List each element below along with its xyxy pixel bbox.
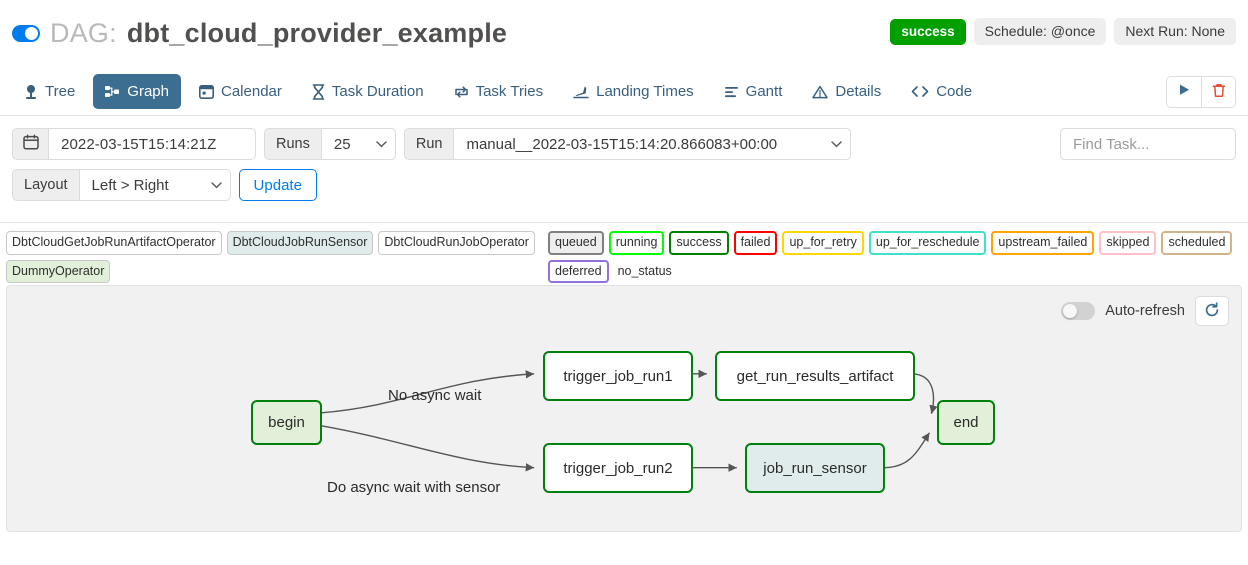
- runs-group: Runs 25: [264, 128, 396, 160]
- calendar-icon: [22, 133, 39, 155]
- tab-calendar[interactable]: Calendar: [187, 74, 294, 109]
- retry-icon: [454, 85, 469, 99]
- tab-graph[interactable]: Graph: [93, 74, 181, 109]
- gantt-icon: [724, 85, 739, 99]
- calendar-icon: [199, 84, 214, 99]
- tab-landing-times[interactable]: Landing Times: [561, 74, 706, 109]
- filter-row-secondary: Layout Left > Right Update: [12, 169, 1236, 201]
- header-badges: success Schedule: @once Next Run: None: [890, 18, 1236, 45]
- layout-select-wrap: Left > Right: [78, 169, 231, 201]
- next-run-badge: Next Run: None: [1114, 18, 1236, 45]
- tab-tree[interactable]: Tree: [12, 74, 87, 109]
- tab-label: Details: [835, 83, 882, 100]
- tab-label: Task Tries: [475, 83, 544, 100]
- base-date-group: 2022-03-15T15:14:21Z: [12, 128, 256, 160]
- graph-node[interactable]: job_run_sensor: [745, 443, 885, 493]
- tab-label: Tree: [45, 83, 76, 100]
- status-legend-chip: skipped: [1099, 231, 1157, 255]
- status-legend-chip: scheduled: [1161, 231, 1233, 255]
- hourglass-icon: [312, 83, 325, 100]
- landing-icon: [573, 85, 589, 99]
- operator-legend-chip: DbtCloudJobRunSensor: [226, 231, 374, 255]
- base-date-input[interactable]: 2022-03-15T15:14:21Z: [48, 128, 256, 160]
- view-tabs: Tree Graph Calendar Task Duration Task T…: [0, 68, 1248, 116]
- status-badge: success: [890, 18, 966, 45]
- status-legend-chip: upstream_failed: [991, 231, 1095, 255]
- graph-node[interactable]: begin: [251, 400, 322, 445]
- filter-row-primary: 2022-03-15T15:14:21Z Runs 25 Run manual_…: [12, 128, 1236, 160]
- graph-node[interactable]: get_run_results_artifact: [715, 351, 915, 401]
- status-legend-chip: up_for_reschedule: [868, 231, 987, 255]
- dag-title: DAG: dbt_cloud_provider_example: [12, 18, 507, 49]
- graph-node[interactable]: trigger_job_run1: [543, 351, 693, 401]
- tab-code[interactable]: Code: [899, 74, 984, 109]
- tab-label: Task Duration: [331, 83, 424, 100]
- dag-pause-toggle[interactable]: [12, 25, 40, 42]
- layout-label: Layout: [12, 169, 79, 201]
- operator-legend-chip: DummyOperator: [6, 259, 111, 283]
- runs-label: Runs: [264, 128, 321, 160]
- filter-bar: 2022-03-15T15:14:21Z Runs 25 Run manual_…: [0, 116, 1248, 223]
- refresh-button[interactable]: [1195, 296, 1229, 326]
- tree-icon: [24, 84, 38, 100]
- page-title: dbt_cloud_provider_example: [126, 18, 508, 48]
- tab-label: Landing Times: [596, 83, 694, 100]
- schedule-badge[interactable]: Schedule: @once: [973, 18, 1107, 45]
- status-legend-chip: no_status: [617, 263, 672, 278]
- graph-nodes: begin trigger_job_run1 get_run_results_art…: [7, 286, 1241, 531]
- delete-dag-button[interactable]: [1201, 76, 1235, 107]
- tab-label: Graph: [127, 83, 169, 100]
- graph-icon: [105, 85, 120, 99]
- operator-legend-chip: DbtCloudGetJobRunArtifactOperator: [6, 231, 222, 255]
- run-label: Run: [403, 128, 454, 160]
- auto-refresh-toggle[interactable]: [1061, 302, 1096, 320]
- runs-select-wrap: 25: [320, 128, 396, 160]
- auto-refresh-label: Auto-refresh: [1105, 303, 1185, 319]
- code-icon: [911, 85, 929, 98]
- graph-node[interactable]: end: [937, 400, 995, 445]
- trash-icon: [1212, 83, 1226, 101]
- tab-gantt[interactable]: Gantt: [712, 74, 795, 109]
- layout-group: Layout Left > Right: [12, 169, 231, 201]
- tab-label: Code: [936, 83, 973, 100]
- find-task-input[interactable]: [1060, 128, 1236, 160]
- status-legend-chip: deferred: [548, 259, 609, 283]
- status-legend-chip: failed: [733, 231, 778, 255]
- run-select[interactable]: manual__2022-03-15T15:14:20.866083+00:00: [453, 128, 852, 160]
- tab-task-tries[interactable]: Task Tries: [442, 74, 556, 109]
- tab-label: Gantt: [745, 83, 783, 100]
- update-button[interactable]: Update: [238, 169, 317, 201]
- tab-task-duration[interactable]: Task Duration: [300, 74, 436, 109]
- status-legend-chip: queued: [548, 231, 604, 255]
- dag-label: DAG:: [50, 18, 117, 48]
- status-legend-chip: success: [669, 231, 729, 255]
- graph-toolbar: Auto-refresh: [1061, 296, 1229, 326]
- layout-select[interactable]: Left > Right: [78, 169, 231, 201]
- calendar-picker-button[interactable]: [12, 128, 48, 160]
- graph-edge-label: Do async wait with sensor: [327, 479, 501, 496]
- runs-select[interactable]: 25: [320, 128, 396, 160]
- tab-label: Calendar: [221, 83, 282, 100]
- status-legend-chip: up_for_retry: [782, 231, 864, 255]
- page-header: DAG: dbt_cloud_provider_example success …: [0, 0, 1248, 68]
- refresh-icon: [1204, 301, 1220, 321]
- graph-edges: [321, 369, 938, 472]
- run-select-wrap: manual__2022-03-15T15:14:20.866083+00:00: [453, 128, 852, 160]
- graph-edge-label: No async wait: [388, 387, 482, 404]
- trigger-dag-button[interactable]: [1167, 76, 1201, 107]
- dag-actions: [1166, 75, 1236, 108]
- status-legend-chip: running: [608, 231, 665, 255]
- tab-details[interactable]: Details: [800, 74, 893, 109]
- play-icon: [1178, 83, 1191, 100]
- run-group: Run manual__2022-03-15T15:14:20.866083+0…: [403, 128, 852, 160]
- graph-panel: Auto-refresh begin trigger_job_run1 get_ru…: [6, 285, 1242, 532]
- operator-legend-chip: DbtCloudRunJobOperator: [378, 231, 535, 255]
- warning-triangle-icon: [812, 85, 829, 99]
- graph-node[interactable]: trigger_job_run2: [543, 443, 693, 493]
